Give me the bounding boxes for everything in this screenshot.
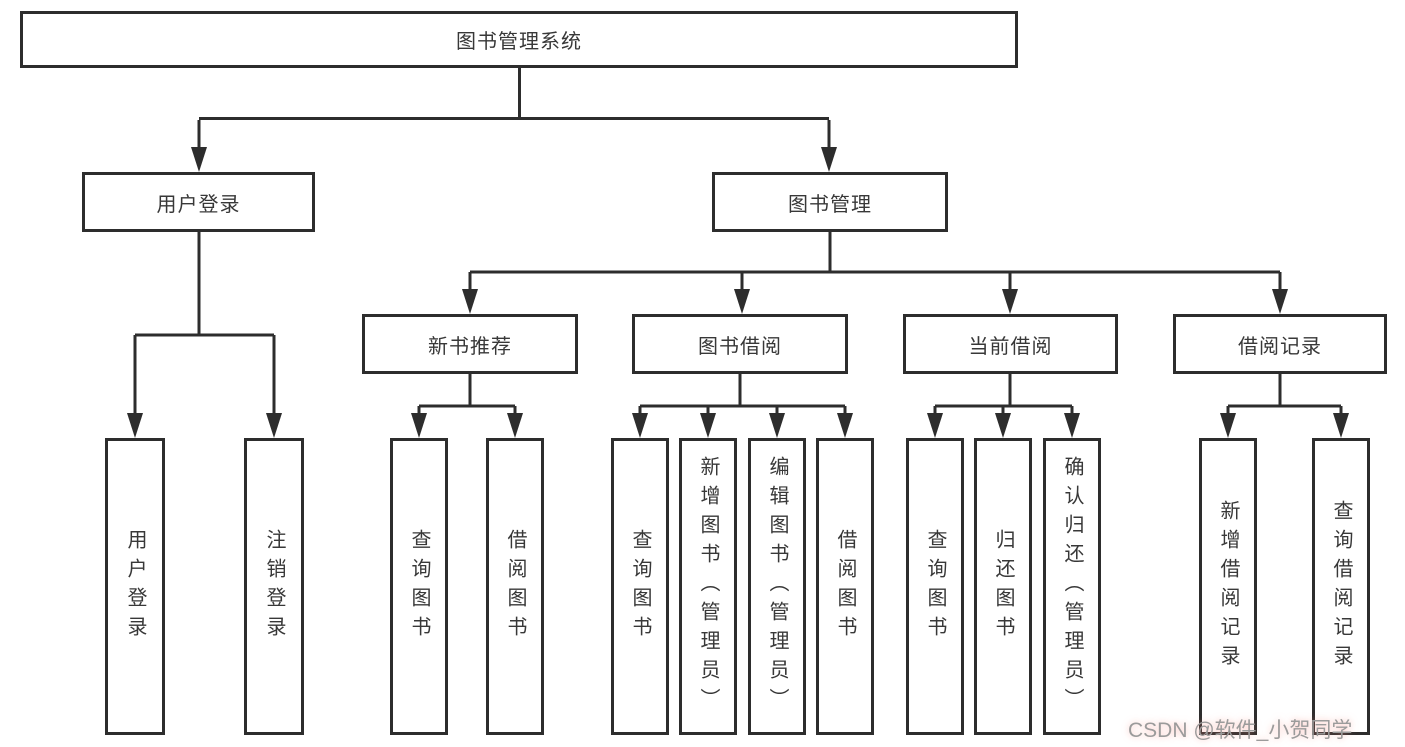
leaf-borrow-edit-admin-label: 编辑图书（管理员）: [766, 456, 788, 717]
leaf-borrow-add-admin: 新增图书（管理员）: [679, 438, 737, 735]
leaf-newbook-query: 查询图书: [390, 438, 448, 735]
node-current-borrow: 当前借阅: [903, 314, 1118, 374]
node-book-borrow: 图书借阅: [632, 314, 848, 374]
node-new-book-recommend: 新书推荐: [362, 314, 578, 374]
leaf-records-query: 查询借阅记录: [1312, 438, 1370, 735]
leaf-newbook-query-label: 查询图书: [408, 528, 430, 645]
leaf-borrow-add-admin-label: 新增图书（管理员）: [697, 456, 719, 717]
leaf-borrow-query-label: 查询图书: [629, 528, 651, 645]
leaf-current-confirm-admin: 确认归还（管理员）: [1043, 438, 1101, 735]
leaf-records-add: 新增借阅记录: [1199, 438, 1257, 735]
node-user-login: 用户登录: [82, 172, 315, 232]
leaf-current-return: 归还图书: [974, 438, 1032, 735]
leaf-borrow-query: 查询图书: [611, 438, 669, 735]
leaf-records-add-label: 新增借阅记录: [1217, 499, 1239, 674]
leaf-borrow-borrow-label: 借阅图书: [834, 528, 856, 645]
leaf-current-query-label: 查询图书: [924, 528, 946, 645]
leaf-records-query-label: 查询借阅记录: [1330, 499, 1352, 674]
leaf-logout-label: 注销登录: [263, 528, 285, 645]
leaf-borrow-edit-admin: 编辑图书（管理员）: [748, 438, 806, 735]
leaf-user-login: 用户登录: [105, 438, 165, 735]
leaf-borrow-borrow: 借阅图书: [816, 438, 874, 735]
leaf-logout: 注销登录: [244, 438, 304, 735]
leaf-user-login-label: 用户登录: [124, 528, 146, 645]
leaf-current-query: 查询图书: [906, 438, 964, 735]
leaf-newbook-borrow-label: 借阅图书: [504, 528, 526, 645]
node-book-management: 图书管理: [712, 172, 948, 232]
node-borrow-records: 借阅记录: [1173, 314, 1387, 374]
node-root-library-system: 图书管理系统: [20, 11, 1018, 68]
leaf-newbook-borrow: 借阅图书: [486, 438, 544, 735]
leaf-current-confirm-admin-label: 确认归还（管理员）: [1061, 456, 1083, 717]
csdn-watermark: CSDN @软件_小贺同学: [1128, 719, 1353, 742]
leaf-current-return-label: 归还图书: [992, 528, 1014, 645]
